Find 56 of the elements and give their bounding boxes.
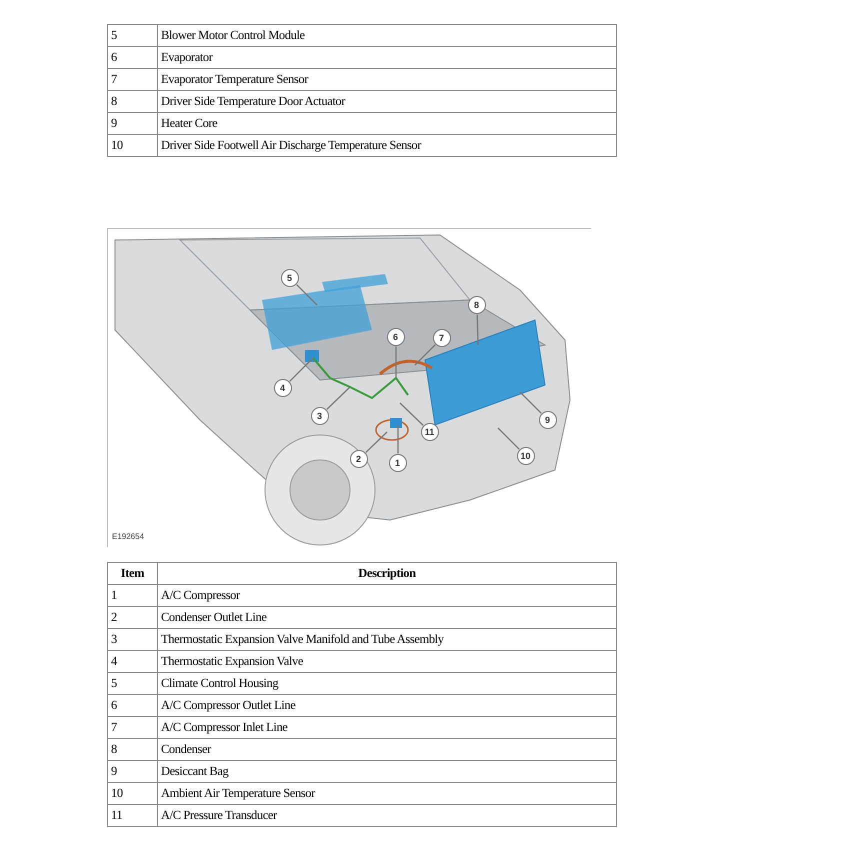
leader-line — [498, 428, 520, 450]
item-number: 7 — [108, 68, 158, 90]
callout-number: 7 — [432, 328, 450, 346]
description-text: Evaporator Temperature Sensor — [158, 68, 616, 90]
item-number: 9 — [108, 760, 158, 782]
item-number: 3 — [108, 628, 158, 650]
leader-line — [520, 392, 542, 414]
description-text: A/C Compressor — [158, 584, 616, 606]
item-number: 6 — [108, 46, 158, 68]
description-text: Thermostatic Expansion Valve — [158, 650, 616, 672]
leader-line — [414, 344, 436, 366]
leader-line — [326, 386, 350, 410]
item-number: 1 — [108, 584, 158, 606]
leader-line — [395, 346, 397, 378]
column-header: Description — [158, 562, 616, 584]
description-text: Heater Core — [158, 112, 616, 134]
item-number: 7 — [108, 716, 158, 738]
leader-line — [400, 402, 424, 426]
description-text: A/C Compressor Outlet Line — [158, 694, 616, 716]
callout-number: 1 — [388, 454, 406, 472]
callout-number: 4 — [274, 378, 292, 396]
description-text: A/C Compressor Inlet Line — [158, 716, 616, 738]
callout-number: 9 — [538, 410, 556, 428]
description-text: Driver Side Temperature Door Actuator — [158, 90, 616, 112]
callout-number: 11 — [420, 422, 438, 440]
item-number: 5 — [108, 672, 158, 694]
leader-line — [289, 358, 314, 382]
item-number: 8 — [108, 90, 158, 112]
description-text: Evaporator — [158, 46, 616, 68]
leader-line — [476, 314, 479, 346]
column-header: Item — [108, 562, 158, 584]
item-number: 5 — [108, 24, 158, 46]
callout-number: 10 — [516, 446, 534, 464]
callout-number: 3 — [310, 406, 328, 424]
description-text: Ambient Air Temperature Sensor — [158, 782, 616, 804]
description-text: Climate Control Housing — [158, 672, 616, 694]
leader-line — [365, 432, 388, 453]
callout-number: 6 — [386, 328, 404, 346]
description-text: Desiccant Bag — [158, 760, 616, 782]
item-number: 2 — [108, 606, 158, 628]
item-number: 10 — [108, 782, 158, 804]
figure-code: E192654 — [112, 532, 144, 541]
description-text: Blower Motor Control Module — [158, 24, 616, 46]
item-number: 6 — [108, 694, 158, 716]
description-text: Condenser — [158, 738, 616, 760]
item-number: 10 — [108, 134, 158, 156]
item-number: 4 — [108, 650, 158, 672]
callout-number: 8 — [468, 296, 486, 314]
description-text: A/C Pressure Transducer — [158, 804, 616, 826]
description-text: Thermostatic Expansion Valve Manifold and Tube Assembly — [158, 628, 616, 650]
description-text: Driver Side Footwell Air Discharge Temperature Sensor — [158, 134, 616, 156]
item-number: 11 — [108, 804, 158, 826]
description-text: Condenser Outlet Line — [158, 606, 616, 628]
item-number: 9 — [108, 112, 158, 134]
leader-line — [296, 284, 318, 306]
item-number: 8 — [108, 738, 158, 760]
